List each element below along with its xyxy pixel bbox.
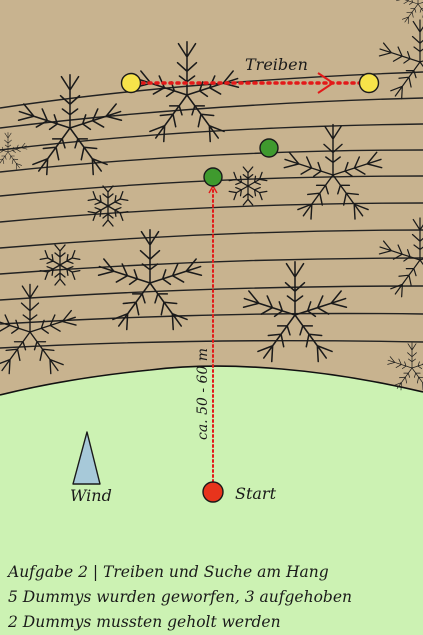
drive-label: Treiben: [245, 55, 308, 74]
dummies: [120, 72, 380, 187]
wind-label: Wind: [70, 486, 112, 505]
wind-indicator: Wind: [70, 431, 112, 505]
start-marker: [202, 481, 224, 503]
hill-edge-line: [0, 365, 423, 396]
wind-direction-arrow-icon: [72, 431, 101, 485]
start-label: Start: [235, 484, 277, 503]
distance-line: ca. 50 - 60 m: [195, 184, 218, 486]
caption: Aufgabe 2 | Treiben und Suche am Hang 5 …: [6, 563, 352, 631]
caption-line-2: 5 Dummys wurden geworfen, 3 aufgehoben: [8, 588, 352, 606]
caption-line-3: 2 Dummys mussten geholt werden: [7, 613, 281, 631]
green-dummy: [203, 167, 223, 187]
yellow-dummy: [120, 72, 142, 94]
start-point: Start: [202, 481, 277, 503]
distance-label: ca. 50 - 60 m: [195, 348, 211, 440]
caption-line-1: Aufgabe 2 | Treiben und Suche am Hang: [6, 563, 329, 581]
green-dummy: [259, 138, 279, 158]
hillside: [0, 0, 423, 395]
yellow-dummy: [358, 72, 380, 94]
drive-arrowhead: [317, 72, 335, 94]
drive-path: Treiben: [140, 55, 362, 94]
